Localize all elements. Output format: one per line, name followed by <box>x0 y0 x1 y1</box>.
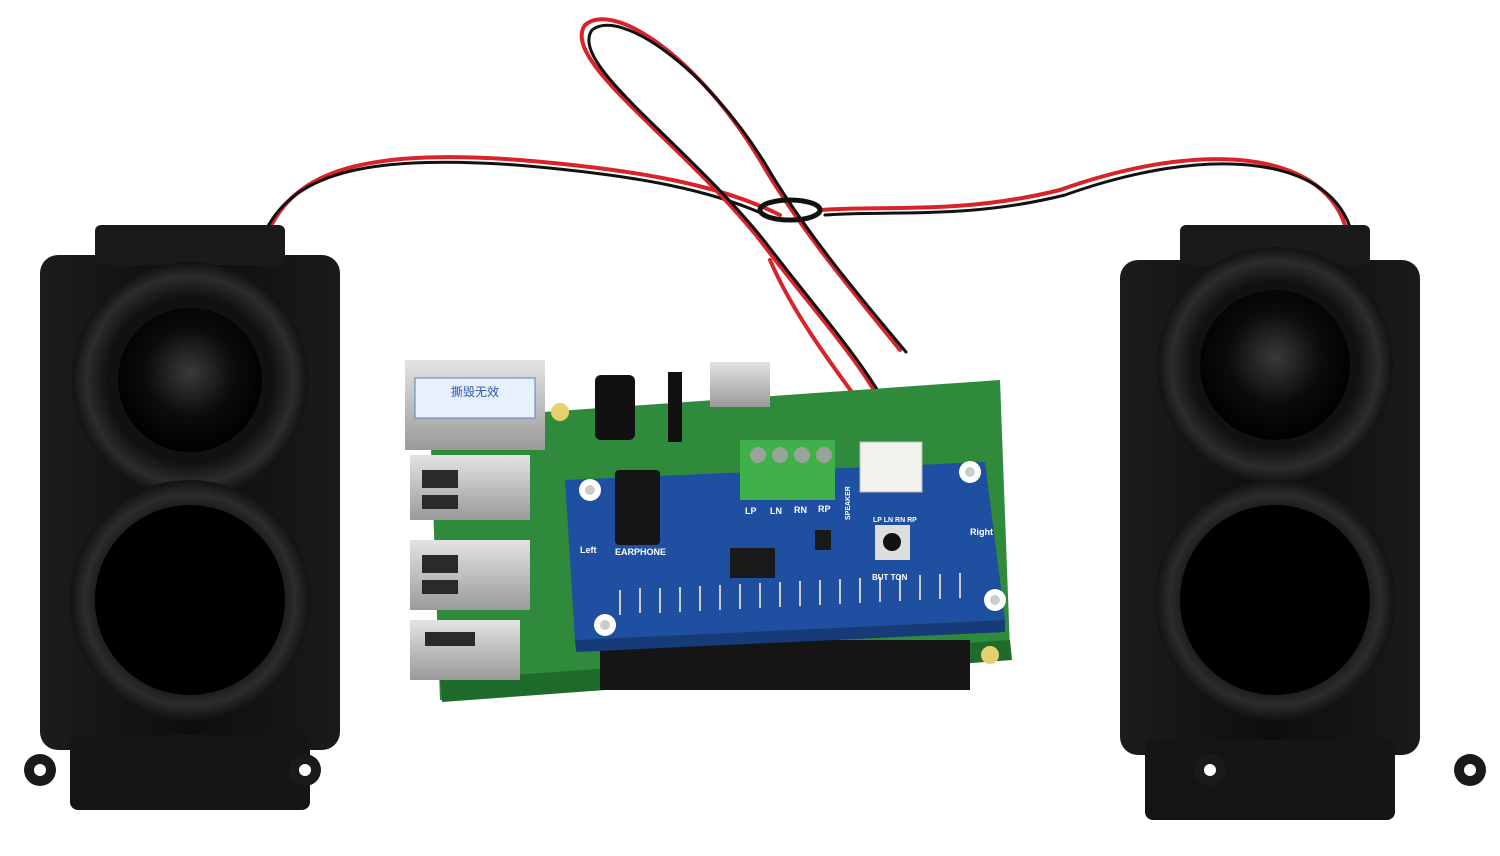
usb-ports <box>410 455 530 680</box>
right-speaker <box>1120 225 1486 820</box>
hat-label-left: Left <box>580 545 597 555</box>
speaker-connector <box>859 441 923 493</box>
speaker-wires <box>264 17 1352 449</box>
codec-chip <box>730 548 775 578</box>
hat-label-pins: LP LN RN RP <box>873 517 917 524</box>
hat-label-right: Right <box>970 527 993 537</box>
screw-terminal-block <box>740 440 835 500</box>
gpio-header <box>600 640 970 690</box>
audio-hat-board: Left EARPHONE LP LN RN RP LP LN RN RP BU… <box>565 440 1006 652</box>
left-speaker <box>24 225 340 810</box>
hat-label-speaker: SPEAKER <box>845 486 852 520</box>
hat-label-rp: RP <box>818 504 831 514</box>
hat-gpio-pins <box>619 573 961 615</box>
hat-label-rn: RN <box>794 505 807 515</box>
ethernet-sticker-label: 撕毁无效 <box>451 384 499 399</box>
pi-audio-jack <box>595 375 635 440</box>
hat-label-earphone: EARPHONE <box>615 547 666 557</box>
hat-label-lp: LP <box>745 506 757 516</box>
earphone-jack <box>615 470 660 545</box>
hat-label-button: BUT TON <box>872 573 908 582</box>
usb-c-port <box>710 362 770 407</box>
ethernet-port: 撕毁无效 <box>405 360 545 450</box>
hat-label-ln: LN <box>770 506 782 516</box>
